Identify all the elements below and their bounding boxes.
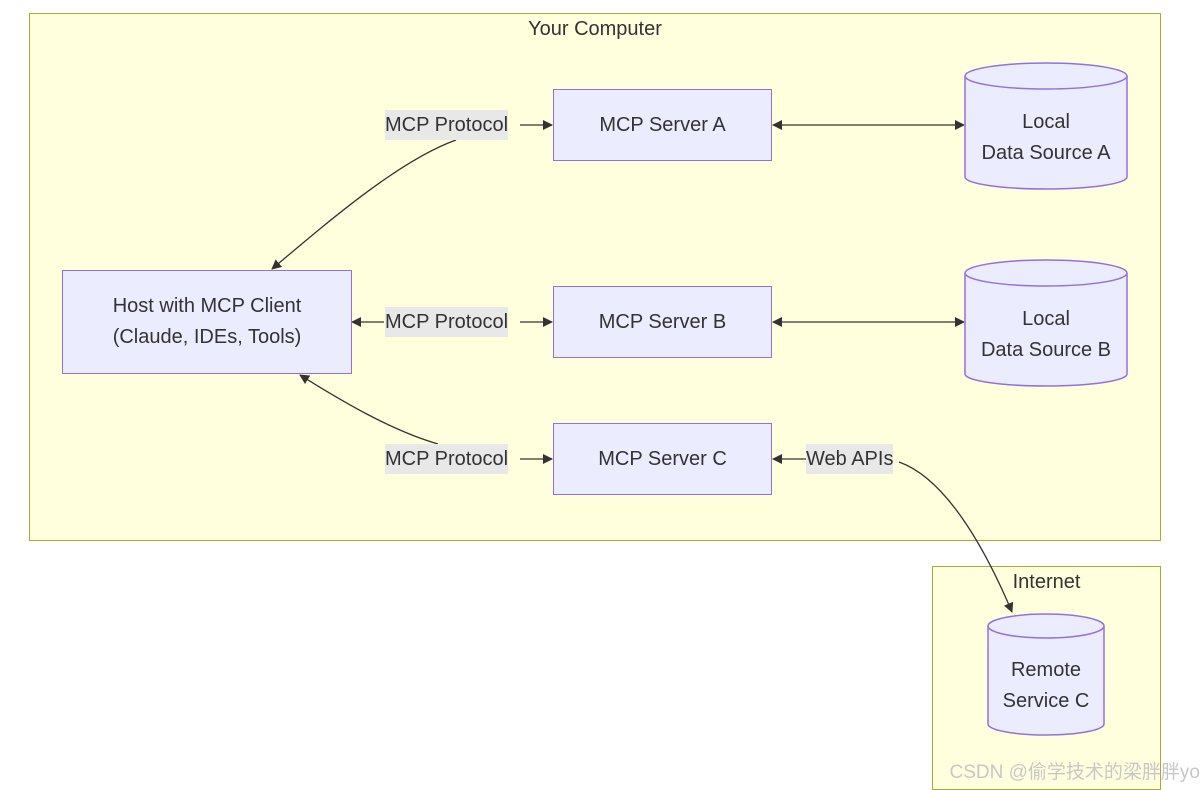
node-server-c[interactable]: MCP Server C bbox=[553, 423, 772, 495]
edge-protocol-c-curve bbox=[299, 374, 439, 445]
node-server-b[interactable]: MCP Server B bbox=[553, 286, 772, 358]
node-server-b-label: MCP Server B bbox=[598, 310, 727, 333]
node-remote-c[interactable]: Remote Service C bbox=[988, 655, 1104, 717]
cylinder-remote-c bbox=[987, 613, 1105, 736]
cluster-title-your-computer: Your Computer bbox=[528, 18, 662, 40]
edge-label-protocol-a: MCP Protocol bbox=[385, 110, 509, 140]
cylinder-source-a bbox=[964, 62, 1128, 190]
cluster-internet: Internet bbox=[932, 566, 1161, 790]
node-remote-c-line2: Service C bbox=[1002, 690, 1090, 712]
watermark: CSDN @偷学技术的梁胖胖yo bbox=[949, 762, 1200, 783]
node-source-b-line1: Local bbox=[1022, 308, 1070, 330]
node-host[interactable]: Host with MCP Client (Claude, IDEs, Tool… bbox=[62, 270, 352, 374]
node-source-a-line2: Data Source A bbox=[981, 142, 1111, 164]
node-server-c-label: MCP Server C bbox=[598, 447, 727, 470]
node-source-a-line1: Local bbox=[1022, 111, 1070, 133]
node-remote-c-line1: Remote bbox=[1010, 659, 1082, 681]
edge-label-protocol-c: MCP Protocol bbox=[385, 444, 509, 474]
node-server-a[interactable]: MCP Server A bbox=[553, 89, 772, 161]
node-source-a[interactable]: Local Data Source A bbox=[965, 107, 1127, 169]
node-source-b[interactable]: Local Data Source B bbox=[965, 304, 1127, 366]
edge-web-apis-curve bbox=[898, 461, 1014, 613]
node-server-a-label: MCP Server A bbox=[599, 113, 726, 136]
edge-label-web-apis: Web APIs bbox=[806, 444, 894, 474]
node-host-line1: Host with MCP Client bbox=[112, 295, 302, 317]
node-source-b-line2: Data Source B bbox=[980, 339, 1112, 361]
edge-protocol-a-curve bbox=[271, 139, 457, 270]
edge-label-protocol-b: MCP Protocol bbox=[385, 307, 509, 337]
cylinder-source-b bbox=[964, 259, 1128, 387]
cluster-title-internet: Internet bbox=[1012, 571, 1081, 593]
node-host-line2: (Claude, IDEs, Tools) bbox=[112, 326, 302, 348]
